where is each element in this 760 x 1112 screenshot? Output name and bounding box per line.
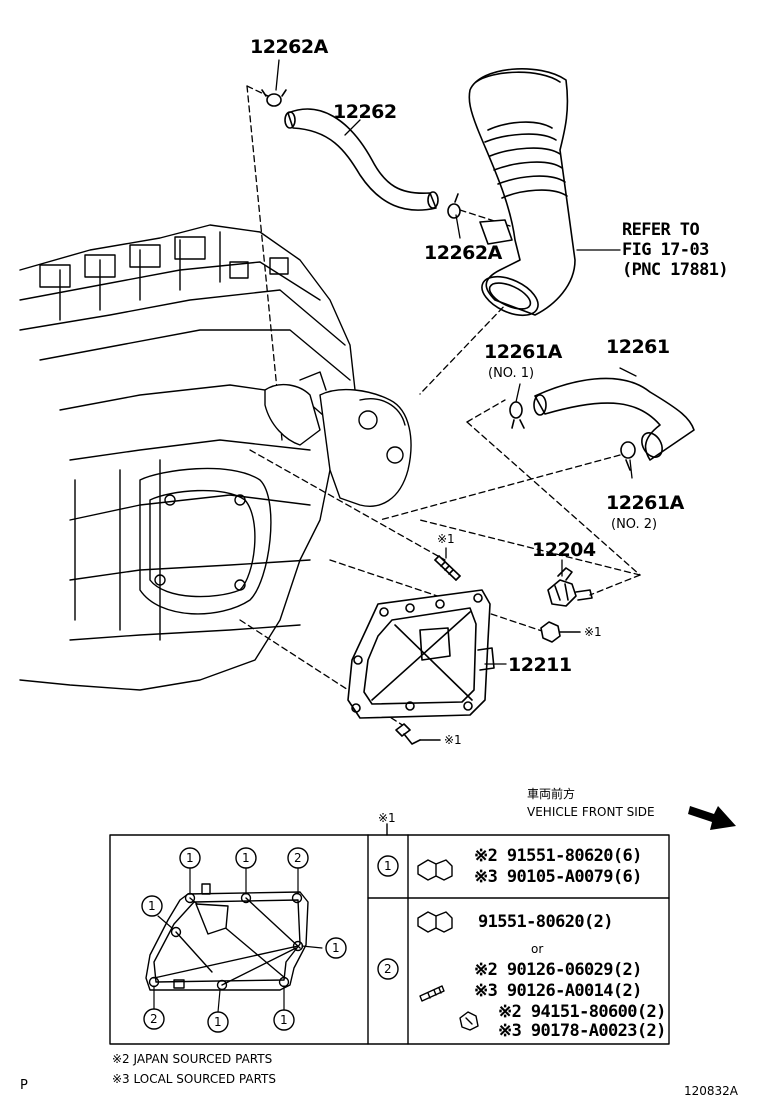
part-12262A-top-label[interactable]: 12262A: [250, 36, 328, 58]
row2-key: 2: [384, 962, 392, 976]
figure-id: 120832A: [684, 1084, 739, 1098]
footer-left-mark: P: [20, 1078, 28, 1093]
housing-12211: [347, 589, 507, 719]
air-intake-hose: [468, 68, 576, 317]
callout-leaders: [275, 59, 633, 577]
note1-bolt-label: ※1: [437, 532, 455, 546]
no1-label: (NO. 1): [488, 366, 535, 381]
part-12261A-no2-label[interactable]: 12261A: [606, 492, 684, 514]
no2-label: (NO. 2): [611, 517, 658, 532]
part-12261-label[interactable]: 12261: [606, 336, 670, 358]
gasket-marker-label: 2: [294, 851, 302, 865]
row2-or: or: [531, 942, 544, 956]
gasket-marker-circle: [273, 1009, 295, 1031]
gasket-marker-circle: [179, 847, 201, 869]
gasket-marker-label: 1: [186, 851, 194, 865]
gasket-marker-label: 1: [242, 851, 250, 865]
note1-stud-label: ※1: [444, 733, 462, 747]
gasket-marker-label: 1: [214, 1015, 222, 1029]
vehicle-front-en: VEHICLE FRONT SIDE: [527, 805, 655, 819]
legend-local-sourced: ※3 LOCAL SOURCED PARTS: [112, 1072, 276, 1086]
part-12262-label[interactable]: 12262: [333, 101, 397, 123]
gasket-marker-label: 2: [150, 1012, 158, 1026]
clip-12262A-mid: [447, 193, 461, 219]
note1-nut-label: ※1: [584, 625, 602, 639]
part-12204-label[interactable]: 12204: [532, 539, 596, 561]
hose-12261: [533, 377, 695, 461]
refer-line-2: FIG 17-03: [622, 240, 709, 260]
gasket-marker-label: 1: [332, 941, 340, 955]
clip-12262A-top: [261, 89, 287, 107]
row1-part-b[interactable]: ※3 90105-A0079(6): [474, 867, 642, 887]
refer-line-3[interactable]: (PNC 17881): [622, 260, 729, 280]
gasket-marker-circle: [141, 895, 163, 917]
gasket-marker-label: 1: [148, 899, 156, 913]
gasket-marker-circle: [207, 1011, 229, 1033]
bolt-icon: [395, 723, 441, 745]
refer-line-1: REFER TO: [622, 220, 700, 240]
hose-12262: [284, 108, 439, 211]
row2-key-circle: [377, 958, 399, 980]
sensor-12204: [547, 567, 593, 607]
gasket-marker-circle: [143, 1008, 165, 1030]
row1-key: 1: [384, 859, 392, 873]
stud-bolt: [434, 555, 461, 581]
part-12262A-mid-label[interactable]: 12262A: [424, 242, 502, 264]
table-fastener-icons: [417, 859, 479, 1031]
row2-part-b[interactable]: ※2 90126-06029(2): [474, 960, 642, 980]
row2-part-d[interactable]: ※2 94151-80600(2): [498, 1002, 666, 1022]
vehicle-front-arrow: [688, 806, 736, 830]
table-frame: [109, 823, 670, 1045]
gasket-marker-circle: [325, 937, 347, 959]
part-12261A-no1-label[interactable]: 12261A: [484, 341, 562, 363]
engine-block: [19, 224, 412, 691]
gasket-marker-leaders: [153, 867, 323, 1013]
gasket-marker-label: 1: [280, 1013, 288, 1027]
vehicle-front-jp: 車両前方: [527, 787, 576, 801]
gasket-inset: [145, 883, 309, 991]
row2-part-e[interactable]: ※3 90178-A0023(2): [498, 1021, 666, 1041]
table-header-note: ※1: [378, 811, 396, 825]
gasket-marker-circle: [235, 847, 257, 869]
row1-part-a[interactable]: ※2 91551-80620(6): [474, 846, 642, 866]
clip-12261A-no2: [620, 441, 636, 471]
part-12211-label[interactable]: 12211: [508, 654, 572, 676]
row1-key-circle: [377, 855, 399, 877]
row2-part-c[interactable]: ※3 90126-A0014(2): [474, 981, 642, 1001]
row2-part-a[interactable]: 91551-80620(2): [478, 912, 613, 932]
gasket-marker-circle: [287, 847, 309, 869]
nut-icon: [540, 621, 581, 643]
legend-japan-sourced: ※2 JAPAN SOURCED PARTS: [112, 1052, 273, 1066]
